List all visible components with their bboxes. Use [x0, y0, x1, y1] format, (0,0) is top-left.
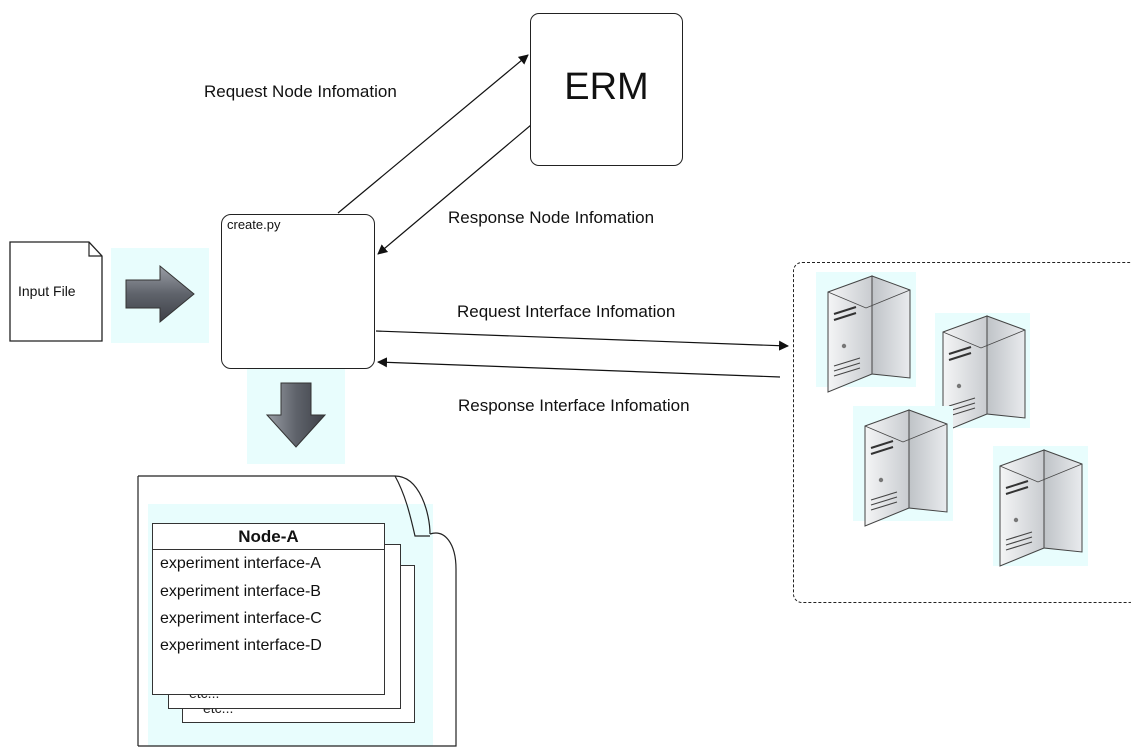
node-header: Node-A: [153, 524, 384, 550]
erm-label: ERM: [564, 66, 649, 108]
response-node-arrow: [377, 124, 532, 255]
interface-row: experiment interface-D: [160, 637, 322, 654]
document-icon: [9, 241, 103, 342]
interface-row: experiment interface-A: [160, 555, 321, 572]
create-py-box: create.py: [221, 214, 375, 369]
server-group: [793, 262, 1131, 603]
interface-row: experiment interface-B: [160, 583, 321, 600]
response-node-label: Response Node Infomation: [448, 208, 655, 227]
request-node-arrow: [337, 54, 529, 214]
request-interface-label: Request Interface Infomation: [457, 302, 676, 321]
response-interface-label: Response Interface Infomation: [458, 396, 690, 415]
right-arrow-icon: [125, 264, 195, 324]
erm-box: ERM: [530, 13, 683, 166]
server-icon: [827, 275, 911, 393]
node-card: Node-A experiment interface-A experiment…: [152, 523, 385, 695]
response-interface-arrow: [377, 357, 781, 378]
server-icon: [864, 409, 948, 527]
server-icon: [942, 315, 1026, 433]
request-interface-arrow: [375, 330, 789, 351]
interface-row: experiment interface-C: [160, 610, 322, 627]
input-file-label: Input File: [18, 283, 76, 299]
create-py-label: create.py: [227, 217, 281, 232]
server-icon: [999, 449, 1083, 567]
request-node-label: Request Node Infomation: [204, 82, 397, 101]
down-arrow-icon: [265, 382, 327, 448]
